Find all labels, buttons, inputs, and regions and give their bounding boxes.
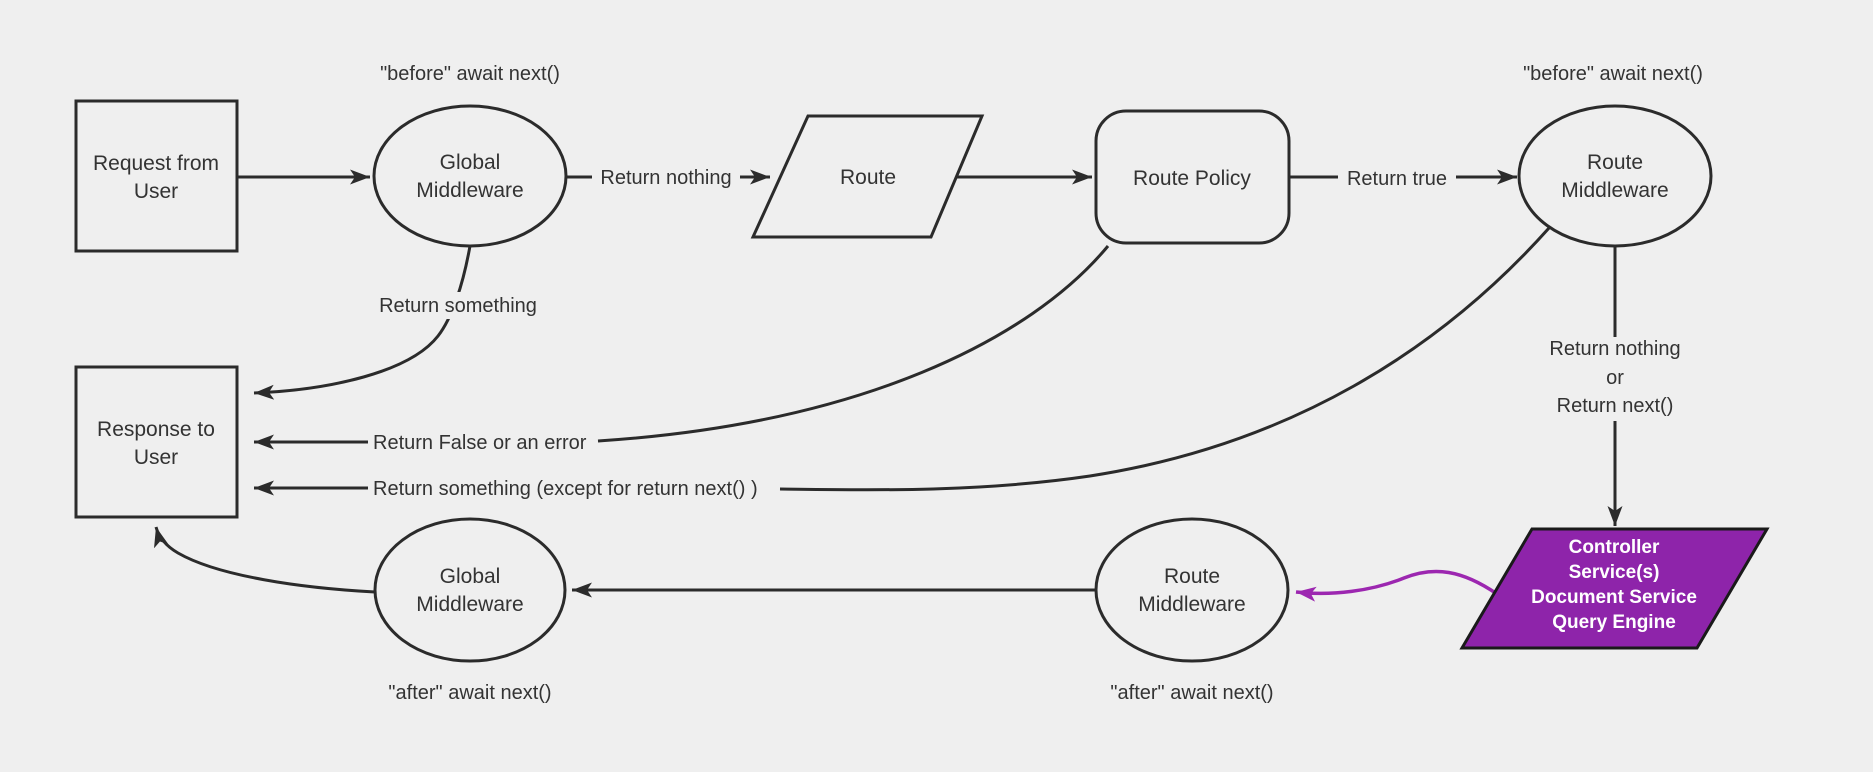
request-from-user-shape [74, 99, 239, 253]
controller-label-line1: Controller [1569, 537, 1660, 558]
request-from-user-label-line1: Request from [93, 152, 219, 175]
node-global-middleware-top: Global Middleware "before" await next() [372, 63, 568, 248]
request-from-user-label-line2: User [134, 180, 178, 203]
node-global-middleware-bottom: Global Middleware "after" await next() [373, 517, 567, 704]
return-false-or-error-label: Return False or an error [373, 432, 587, 454]
global-middleware-bottom-shape [373, 517, 567, 663]
return-nothing-or-next-line3: Return next() [1557, 395, 1674, 417]
after-await-next-left-annotation: "after" await next() [388, 682, 551, 704]
route-middleware-top-label-line2: Middleware [1561, 179, 1668, 202]
return-true-label: Return true [1347, 168, 1447, 190]
before-await-next-left-annotation: "before" await next() [380, 63, 560, 85]
route-label: Route [840, 166, 896, 189]
global-middleware-top-label-line1: Global [440, 151, 501, 174]
node-controller-services: Controller Service(s) Document Service Q… [1459, 527, 1770, 650]
response-to-user-label-line2: User [134, 446, 178, 469]
edge-route-policy-to-response-curve [597, 245, 1110, 443]
route-shape [750, 114, 985, 239]
controller-label-line4: Query Engine [1552, 612, 1676, 633]
controller-label-line2: Service(s) [1569, 562, 1660, 583]
edge-global-middleware-bottom-to-response [154, 526, 376, 594]
route-policy-shape [1094, 109, 1291, 245]
return-something-label-bg [372, 292, 544, 319]
global-middleware-top-shape [372, 104, 568, 248]
controller-label-line3: Document Service [1531, 587, 1697, 608]
route-middleware-top-shape [1517, 104, 1713, 248]
global-middleware-bottom-label-line2: Middleware [416, 593, 523, 616]
route-middleware-bottom-label-line1: Route [1164, 565, 1220, 588]
route-middleware-top-label-line1: Route [1587, 151, 1643, 174]
global-middleware-bottom-label-line1: Global [440, 565, 501, 588]
node-route-middleware-bottom: Route Middleware "after" await next() [1094, 517, 1290, 704]
return-nothing-or-next-label-bg [1537, 337, 1693, 421]
controller-services-shape [1459, 527, 1770, 650]
node-request-from-user: Request from User [74, 99, 239, 253]
node-response-to-user: Response to User [74, 365, 239, 519]
route-policy-label: Route Policy [1133, 167, 1251, 190]
return-true-label-bg [1338, 164, 1456, 191]
return-nothing-or-next-line1: Return nothing [1549, 338, 1680, 360]
before-await-next-right-annotation: "before" await next() [1523, 63, 1703, 85]
route-middleware-bottom-label-line2: Middleware [1138, 593, 1245, 616]
return-something-except-label: Return something (except for return next… [373, 478, 758, 500]
return-something-label: Return something [379, 295, 537, 317]
node-route-policy: Route Policy [1094, 109, 1291, 245]
return-nothing-label: Return nothing [600, 167, 731, 189]
return-nothing-label-bg [592, 163, 740, 190]
edge-global-middleware-to-response [253, 245, 472, 400]
global-middleware-top-label-line2: Middleware [416, 179, 523, 202]
response-to-user-shape [74, 365, 239, 519]
edge-controller-to-route-middleware-bottom [1295, 569, 1498, 602]
node-route: Route [750, 114, 985, 239]
node-route-middleware-top: Route Middleware "before" await next() [1517, 63, 1713, 248]
response-to-user-label-line1: Response to [97, 418, 215, 441]
after-await-next-right-annotation: "after" await next() [1110, 682, 1273, 704]
edge-route-middleware-to-response-curve [779, 227, 1551, 492]
return-nothing-or-next-line2: or [1606, 367, 1624, 389]
route-middleware-bottom-shape [1094, 517, 1290, 663]
